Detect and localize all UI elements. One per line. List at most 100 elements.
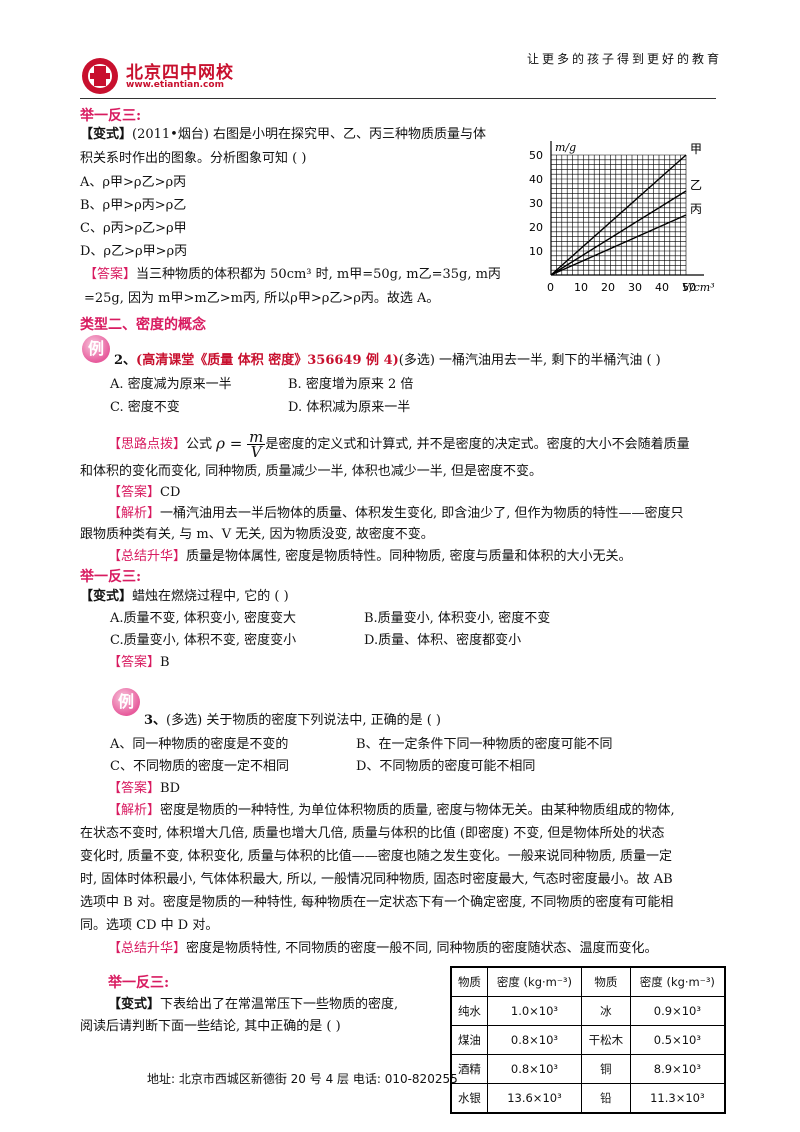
analysis-line: 同。选项 CD 中 D 对。 xyxy=(80,918,219,933)
option-d: D、不同物质的密度可能不相同 xyxy=(356,759,536,774)
table-cell: 11.3×10³ xyxy=(629,1083,726,1114)
summary-text: 密度是物质特性, 不同物质的密度一般不同, 同种物质的密度随状态、温度而变化。 xyxy=(186,941,658,956)
y-tick-label: 30 xyxy=(529,197,543,210)
table-cell: 1.0×10³ xyxy=(486,996,583,1026)
summary: 【总结升华】密度是物质特性, 不同物质的密度一般不同, 同种物质的密度随状态、温… xyxy=(108,940,658,958)
table-cell: 水银 xyxy=(450,1083,488,1114)
formula-rho: ρ = xyxy=(216,434,243,453)
type-heading: 类型二、密度的概念 xyxy=(80,317,206,333)
table-row: 酒精 0.8×10³ 铜 8.9×10³ xyxy=(450,1054,726,1084)
table-cell: 铜 xyxy=(581,1054,631,1084)
series-label: 丙 xyxy=(690,202,702,216)
analysis-line: 时, 固体时体积最小, 气体体积最大, 所以, 一般情况同种物质, 固态时密度最… xyxy=(80,872,673,887)
y-tick-label: 40 xyxy=(529,173,543,186)
question-text-2: 阅读后请判断下面一些结论, 其中正确的是 ( ) xyxy=(80,1019,341,1034)
series-line-3 xyxy=(550,214,687,276)
table-row: 纯水 1.0×10³ 冰 0.9×10³ xyxy=(450,996,726,1026)
analysis-text: 一桶汽油用去一半后物体的质量、体积发生变化, 即含油少了, 但作为物质的特性——… xyxy=(160,506,684,521)
x-tick-label: 40 xyxy=(655,281,669,294)
footer-address: 地址: 北京市西城区新德街 20 号 4 层 电话: 010-820255 xyxy=(147,1072,458,1086)
section-heading: 举一反三: xyxy=(80,569,142,585)
option-a: A. 密度减为原来一半 xyxy=(110,377,232,392)
example-icon: 例 xyxy=(112,688,140,716)
option-c: C、不同物质的密度一定不相同 xyxy=(110,759,289,774)
answer-text: 当三种物质的体积都为 50cm³ 时, m甲=50g, m乙=35g, m丙 xyxy=(136,267,501,282)
option-b: B、在一定条件下同一种物质的密度可能不同 xyxy=(356,737,613,752)
answer-tag: 【答案】 xyxy=(108,655,161,670)
table-header-cell: 物质 xyxy=(581,966,631,997)
answer: 【答案】BD xyxy=(108,780,180,798)
analysis-line: 选项中 B 对。密度是物质的一种特性, 每种物质在一定状态下有一个确定密度, 不… xyxy=(80,895,674,910)
table-cell: 酒精 xyxy=(450,1054,488,1084)
answer-text: CD xyxy=(160,485,181,500)
analysis-text: 密度是物质的一种特性, 为单位体积物质的质量, 密度与物体无关。由某种物质组成的… xyxy=(160,803,675,818)
header-divider xyxy=(80,98,716,99)
table-cell: 铅 xyxy=(581,1083,631,1114)
y-tick-label: 10 xyxy=(529,245,543,258)
example-question: 3、(多选) 关于物质的密度下列说法中, 正确的是 ( ) xyxy=(144,712,441,730)
y-tick-label: 50 xyxy=(529,149,543,162)
section-heading: 举一反三: xyxy=(80,108,142,124)
example-question: 2、(高清课堂《质量 体积 密度》356649 例 4)(多选) 一桶汽油用去一… xyxy=(114,352,661,370)
hint-line-2: 和体积的变化而变化, 同种物质, 质量减少一半, 体积也减少一半, 但是密度不变… xyxy=(80,464,543,479)
table-cell: 8.9×10³ xyxy=(629,1054,726,1084)
answer: 【答案】当三种物质的体积都为 50cm³ 时, m甲=50g, m乙=35g, … xyxy=(84,266,501,284)
section-heading: 举一反三: xyxy=(108,975,170,991)
x-tick-label: 30 xyxy=(628,281,642,294)
table-cell: 冰 xyxy=(581,996,631,1026)
variant-question: 【变式】(2011•烟台) 右图是小明在探究甲、乙、丙三种物质质量与体 xyxy=(80,126,486,144)
table-cell: 0.8×10³ xyxy=(486,1025,583,1055)
x-axis-label: V/cm³ xyxy=(682,281,715,294)
variant-tag: 【变式】 xyxy=(80,589,133,604)
answer: 【答案】B xyxy=(108,654,170,672)
variant-question: 【变式】下表给出了在常温常压下一些物质的密度, xyxy=(108,996,398,1014)
answer-text: B xyxy=(160,655,170,670)
table-cell: 0.9×10³ xyxy=(629,996,726,1026)
hint-post: 是密度的定义式和计算式, 并不是密度的决定式。密度的大小不会随着质量 xyxy=(265,437,690,452)
table-cell: 13.6×10³ xyxy=(486,1083,583,1114)
q-text: (多选) 一桶汽油用去一半, 剩下的半桶汽油 ( ) xyxy=(398,353,661,368)
answer-text-2: =25g, 因为 m甲>m乙>m丙, 所以ρ甲>ρ乙>ρ丙。故选 A。 xyxy=(84,291,440,306)
formula: ρ = m V xyxy=(216,430,266,460)
table-header-cell: 密度 (kg·m⁻³) xyxy=(629,966,726,997)
q-text: (多选) 关于物质的密度下列说法中, 正确的是 ( ) xyxy=(166,713,441,728)
logo-text: 北京四中网校 xyxy=(126,63,234,83)
option-c: C. 密度不变 xyxy=(110,400,180,415)
variant-question: 【变式】蜡烛在燃烧过程中, 它的 ( ) xyxy=(80,588,289,606)
summary-text: 质量是物体属性, 密度是物质特性。同种物质, 密度与质量和体积的大小无关。 xyxy=(186,549,632,564)
table-header-cell: 物质 xyxy=(450,966,488,997)
question-text: (2011•烟台) 右图是小明在探究甲、乙、丙三种物质质量与体 xyxy=(132,127,487,142)
answer-tag: 【答案】 xyxy=(108,485,161,500)
option-d: D、ρ乙>ρ甲>ρ丙 xyxy=(80,244,188,259)
series-label: 乙 xyxy=(690,178,702,192)
table-cell: 纯水 xyxy=(450,996,488,1026)
option-b: B.质量变小, 体积变小, 密度不变 xyxy=(364,611,551,626)
header-slogan: 让更多的孩子得到更好的教育 xyxy=(526,52,722,66)
answer-tag: 【答案】 xyxy=(84,267,137,282)
formula-fraction: m V xyxy=(247,430,266,460)
series-line-1 xyxy=(550,154,687,276)
analysis-line: 在状态不变时, 体积增大几倍, 质量也增大几倍, 质量与体积的比值 (即密度) … xyxy=(80,826,665,841)
q-num: 3、 xyxy=(144,713,167,728)
table-cell: 煤油 xyxy=(450,1025,488,1055)
answer: 【答案】CD xyxy=(108,484,180,502)
table-row: 煤油 0.8×10³ 干松木 0.5×10³ xyxy=(450,1025,726,1055)
x-tick-label: 20 xyxy=(601,281,615,294)
hint-tag: 【思路点拨】 xyxy=(108,437,187,452)
table-row: 水银 13.6×10³ 铅 11.3×10³ xyxy=(450,1083,726,1114)
option-b: B. 密度增为原来 2 倍 xyxy=(288,377,414,392)
analysis-line-2: 跟物质种类有关, 与 m、V 无关, 因为物质没变, 故密度不变。 xyxy=(80,527,434,542)
option-c: C.质量变小, 体积不变, 密度变小 xyxy=(110,633,297,648)
option-d: D.质量、体积、密度都变小 xyxy=(364,633,522,648)
table-cell: 干松木 xyxy=(581,1025,631,1055)
hint-pre: 公式 xyxy=(186,437,213,452)
analysis-tag: 【解析】 xyxy=(108,803,161,818)
y-tick-label: 20 xyxy=(529,221,543,234)
example-icon: 例 xyxy=(82,335,110,363)
analysis: 【解析】一桶汽油用去一半后物体的质量、体积发生变化, 即含油少了, 但作为物质的… xyxy=(108,505,684,523)
q-source: (高清课堂《质量 体积 密度》356649 例 4) xyxy=(136,353,399,368)
q-num: 2、 xyxy=(114,353,137,368)
option-c: C、ρ丙>ρ乙>ρ甲 xyxy=(80,221,187,236)
logo-emblem-icon xyxy=(82,58,118,94)
